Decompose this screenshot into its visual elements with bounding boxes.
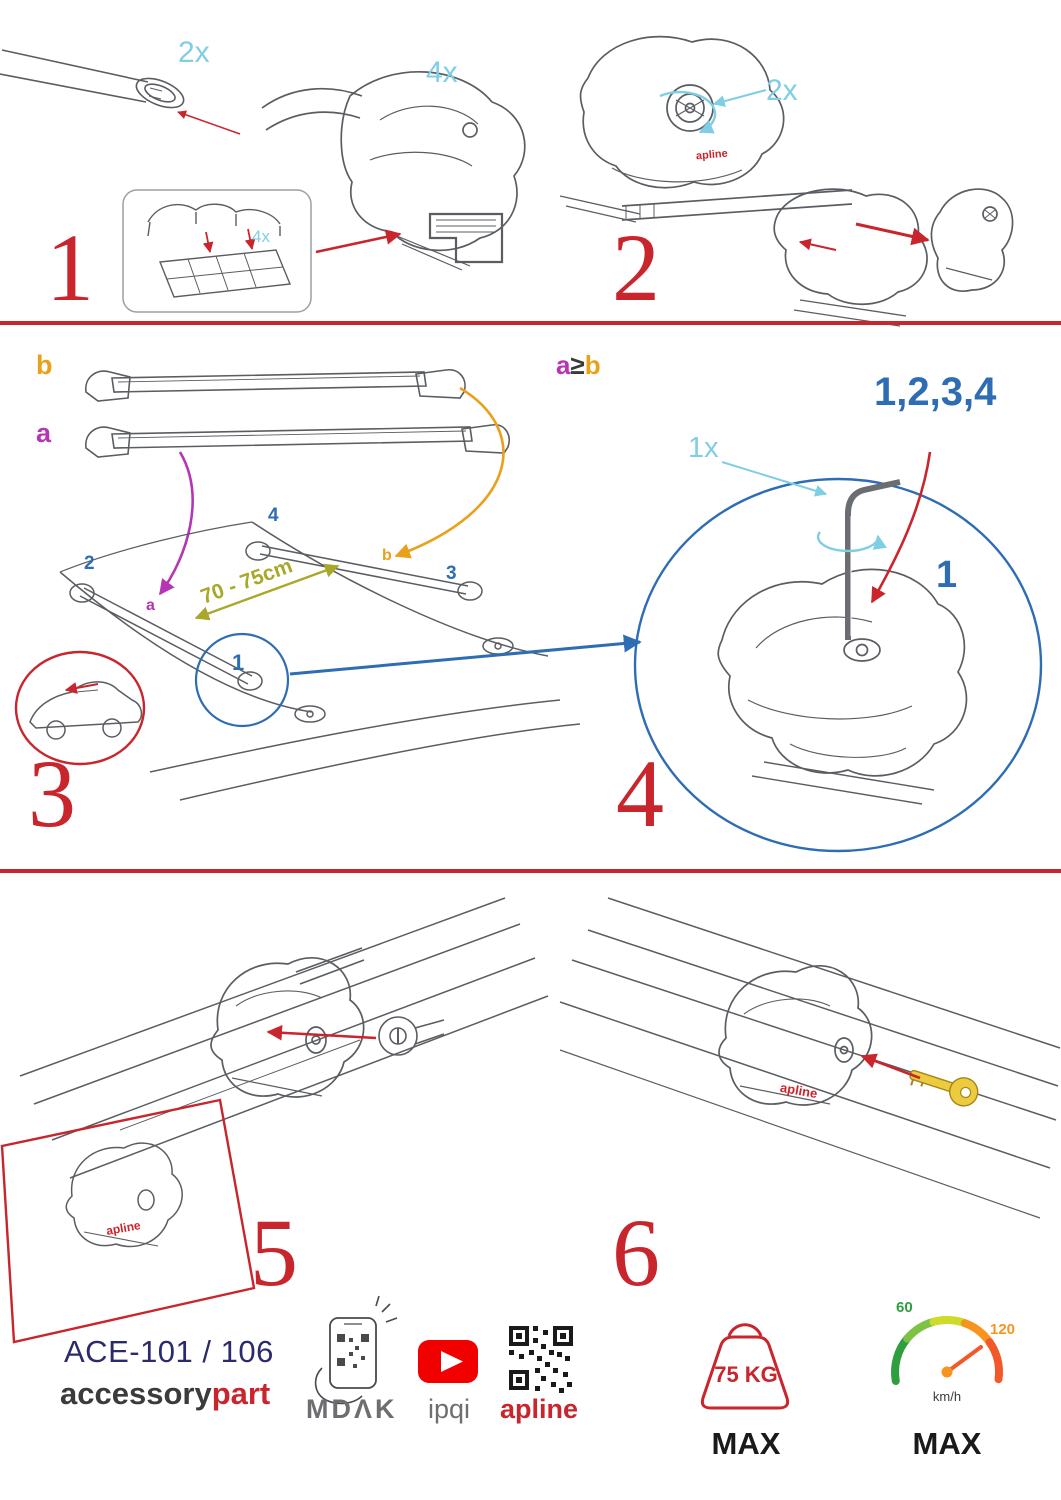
rule-a: a (556, 350, 571, 380)
crossbar-drawing (0, 49, 185, 109)
foot-drawing-step1 (261, 71, 526, 271)
speed-low-label: 60 (896, 1299, 913, 1316)
detail-pointer-arrow (289, 634, 642, 676)
foot-detail-drawing (717, 568, 968, 805)
lock-cylinder-drawing (378, 1016, 445, 1056)
insert-arrow (855, 222, 930, 246)
phone-qr-icon (314, 1295, 398, 1405)
detail-position-1: 1 (936, 554, 958, 596)
rule-a-ge-b: a≥b (556, 352, 601, 378)
curve-a-arrow (158, 451, 194, 596)
pad-inset-drawing (147, 203, 292, 298)
step1-number: 1 (46, 214, 94, 321)
qr-code-icon (509, 1326, 573, 1393)
curve-b-arrow (394, 386, 505, 559)
max-weight-value: 75 KG (714, 1362, 778, 1387)
roof-rail-step6 (559, 897, 1061, 1219)
part-text: part (211, 1376, 271, 1411)
weight-icon (700, 1323, 790, 1410)
section-divider-1 (0, 321, 1061, 325)
roof-rail-step5 (19, 897, 549, 1179)
foot-knob-drawing (559, 35, 785, 223)
key-icon (909, 1069, 979, 1107)
inset-to-foot-arrow (315, 229, 402, 254)
rule-b: b (584, 350, 601, 380)
sequence-label: 1,2,3,4 (874, 370, 997, 414)
speed-high-label: 120 (990, 1321, 1016, 1338)
ipqi-logo: ipqi (428, 1394, 471, 1424)
step4-number: 4 (616, 740, 664, 847)
bar-a-label: a (36, 418, 52, 448)
max-weight-label: MAX (711, 1426, 781, 1461)
pad-qty-label: 4x (252, 227, 270, 246)
mdak-logo: MDΛK (306, 1394, 398, 1424)
speed-unit-label: km/h (932, 1389, 962, 1404)
model-number: ACE-101 / 106 (64, 1334, 274, 1369)
insert-arrow-small (798, 238, 837, 251)
step2-number: 2 (612, 214, 660, 321)
bar-b-drawing (85, 369, 466, 402)
roof-position-4: 4 (268, 505, 279, 526)
foot-drawing-step5 (210, 947, 365, 1098)
accessorypart-logo: accessorypart (60, 1378, 270, 1409)
bar-qty-label: 2x (178, 36, 210, 69)
foot-inset-drawing (65, 1142, 183, 1248)
apline-logo: apline (500, 1394, 579, 1424)
key-insert-arrow (860, 1053, 921, 1080)
accessory-text: accessory (60, 1376, 212, 1411)
roof-position-2: 2 (84, 553, 95, 574)
roof-drawing (59, 521, 581, 801)
distance-double-arrow (194, 563, 340, 621)
pad-arrow-2 (244, 228, 256, 251)
knob-rotate-arrow (659, 90, 717, 134)
section-divider-2 (0, 869, 1061, 873)
detail-circle (633, 477, 1043, 853)
tighten-arrow (870, 451, 932, 604)
roof-position-3: 3 (446, 563, 457, 584)
tool-pointer-line (721, 461, 828, 497)
lock-insert-arrow (266, 1024, 377, 1041)
foot-qty-label: 4x (426, 56, 458, 89)
arm-insert-drawing (621, 188, 1014, 327)
position1-circle (194, 632, 290, 728)
speedometer-icon (891, 1316, 1003, 1385)
car-inset (14, 650, 146, 766)
roof-position-1: 1 (232, 650, 245, 675)
pad-inset-box (122, 189, 312, 313)
locked-inset-frame (0, 1098, 256, 1344)
bar-b-label: b (36, 350, 53, 380)
step5-number: 5 (250, 1199, 298, 1306)
tool-qty-label: 1x (688, 432, 719, 464)
rule-op: ≥ (570, 350, 585, 380)
knob-pointer-line (712, 89, 767, 107)
key-rotate-arrow (816, 531, 887, 553)
youtube-icon (418, 1340, 478, 1383)
knob-qty-label: 2x (766, 74, 798, 107)
roof-b-label: b (382, 547, 392, 564)
roof-a-label: a (146, 597, 155, 614)
pad-arrow-1 (202, 231, 214, 254)
max-speed-label: MAX (912, 1426, 982, 1461)
step6-number: 6 (612, 1199, 660, 1306)
hex-key-drawing (845, 479, 901, 640)
step3-number: 3 (28, 740, 76, 847)
bar-a-drawing (85, 424, 510, 458)
bar-endcap-arrow (177, 110, 241, 135)
